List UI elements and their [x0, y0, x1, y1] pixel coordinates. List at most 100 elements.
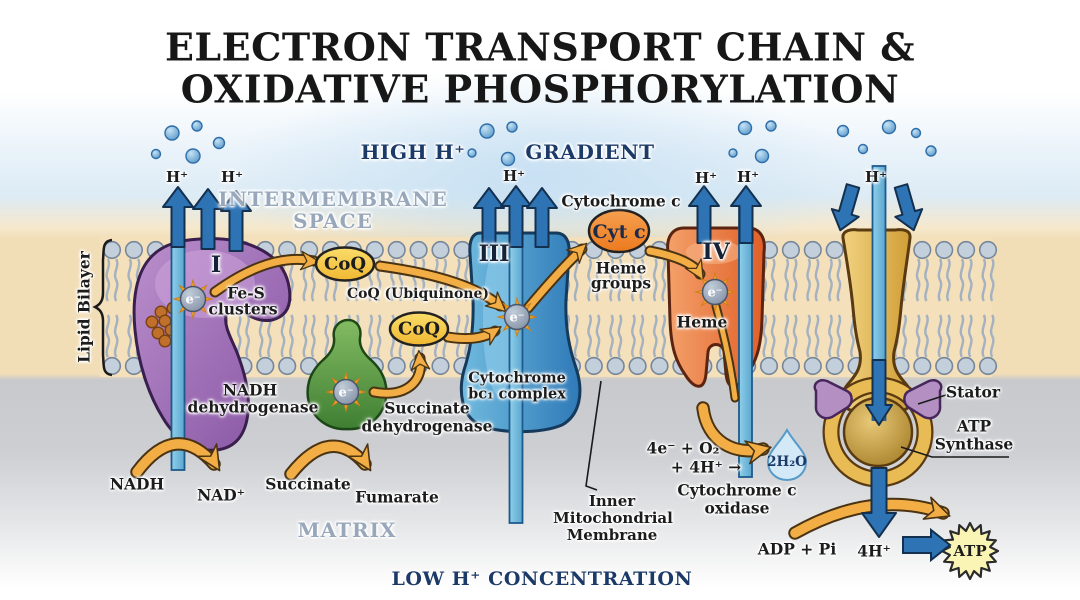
complex-3-numeral: III: [478, 241, 510, 267]
h-plus-label: H⁺: [736, 168, 760, 186]
lipid-tail: [937, 258, 943, 302]
lipid-tail: [836, 314, 842, 358]
lipid-tail: [989, 314, 995, 358]
lipid-tail: [959, 314, 965, 358]
lipid-tail: [420, 258, 426, 302]
lipid-head: [978, 240, 998, 260]
stator-right-shape: [903, 379, 943, 420]
h-ion-bubble: [164, 125, 180, 141]
h-ion-bubble: [881, 119, 897, 135]
complex-1-numeral: I: [210, 252, 222, 278]
h-ion-bubble: [185, 148, 201, 164]
lipid-head: [803, 240, 822, 260]
stator-label: Stator: [945, 382, 1001, 402]
diagram-title-line1: ELECTRON TRANSPORT CHAIN &: [164, 24, 916, 70]
lipid-tail: [595, 258, 601, 302]
lipid-tail: [595, 314, 601, 358]
h-ion-bubble: [467, 148, 477, 158]
h-plus-label: H⁺: [165, 168, 189, 186]
cytochrome-c-label: Cytochrome c: [561, 191, 681, 211]
complex-4-highlight: [686, 240, 742, 264]
proton-channels: [170, 165, 887, 524]
arrowhead-icon: [479, 326, 502, 346]
inner-membrane-pointer: [585, 380, 602, 491]
h-plus-down-arrow: [861, 467, 897, 538]
lipid-tail: [609, 258, 614, 302]
electron-badge: e⁻: [173, 279, 213, 319]
coq-ubiquinone-label: CoQ (Ubiquinone): [346, 286, 490, 302]
electron-label: e⁻: [509, 311, 524, 326]
h-ion-bubble: [910, 127, 922, 139]
inner-membrane-line2: Mitochondrial: [553, 509, 673, 527]
lipid-tail: [609, 314, 614, 358]
lipid-tail: [784, 258, 790, 302]
h-plus-up-arrow: [500, 185, 532, 248]
lipid-bilayer-label: Lipid Bilayer: [74, 251, 94, 363]
lipid-tail: [924, 258, 929, 302]
heme-label: Heme: [676, 312, 728, 332]
water-label: 2H₂O: [767, 454, 807, 470]
lipid-tail: [376, 314, 382, 358]
lipid-tail: [236, 314, 242, 358]
lipid-head: [781, 356, 801, 376]
lipid-tail: [981, 258, 987, 302]
four-h-label: 4H⁺: [857, 541, 891, 561]
h-plus-down-arrow: [893, 183, 924, 232]
lipid-tail: [902, 314, 907, 358]
h-ion-bubble: [212, 136, 226, 150]
lipid-tail: [989, 258, 995, 302]
lipid-tail: [105, 258, 111, 302]
oxygen-reaction-line2: + 4H⁺ →: [670, 457, 742, 477]
electron-path-arrow: [211, 255, 318, 296]
arrowhead-icon: [744, 440, 772, 465]
complex-2-shape: [306, 318, 388, 431]
lipid-head: [803, 356, 822, 376]
lipid-tail: [587, 258, 592, 302]
lipid-tail: [770, 258, 776, 302]
h-ion-bubble: [728, 148, 738, 158]
fe-s-clusters-line1: Fe-S: [227, 283, 265, 303]
lipid-tail: [302, 314, 308, 358]
lipid-tail: [631, 258, 636, 302]
complex-3-highlight: [483, 245, 515, 395]
lipid-tail: [464, 258, 469, 302]
electron-path-arrow: [376, 262, 504, 310]
h-plus-up-arrow: [162, 186, 194, 248]
lipid-head: [825, 240, 844, 260]
h-ion-bubble: [506, 121, 518, 133]
callout-lines: [92, 238, 1009, 491]
lipid-tail: [289, 314, 294, 358]
h-plus-up-arrow: [192, 188, 224, 250]
nadh-dehydrogenase-line1: NADH: [222, 380, 278, 400]
lipid-tail: [784, 314, 790, 358]
lipid-head: [650, 356, 669, 376]
matrix-label: MATRIX: [297, 518, 397, 542]
cytochrome-oxidase-line2: oxidase: [704, 498, 770, 518]
lipid-head: [584, 356, 603, 376]
h-ion-bubble: [500, 151, 516, 167]
succinate-dehydrogenase-line2: dehydrogenase: [361, 416, 493, 436]
h-plus-label: H⁺: [694, 169, 718, 187]
stator-pointer: [917, 394, 947, 405]
lipid-tail: [828, 258, 833, 302]
lipid-tail: [959, 258, 965, 302]
lipid-tail: [113, 314, 119, 358]
nad-label: NAD⁺: [197, 485, 245, 505]
lipid-tail: [639, 258, 645, 302]
h-ion-bubble: [479, 123, 495, 139]
electron-label: e⁻: [185, 293, 200, 308]
lipid-head: [978, 356, 998, 376]
coq-oval-1-label: CoQ: [323, 253, 367, 275]
lipid-head: [825, 356, 844, 376]
electron-badge: e⁻: [695, 272, 735, 312]
arrowhead-icon: [484, 291, 507, 313]
cyt-c-oval: [587, 208, 651, 254]
lipid-tail: [113, 258, 119, 302]
lipid-tail: [587, 314, 592, 358]
h-ion-bubble: [836, 124, 850, 138]
h-ion-bubble: [191, 120, 203, 132]
lipid-head: [387, 240, 406, 260]
lipid-tail: [814, 314, 820, 358]
h-ion-bubble: [925, 145, 937, 157]
